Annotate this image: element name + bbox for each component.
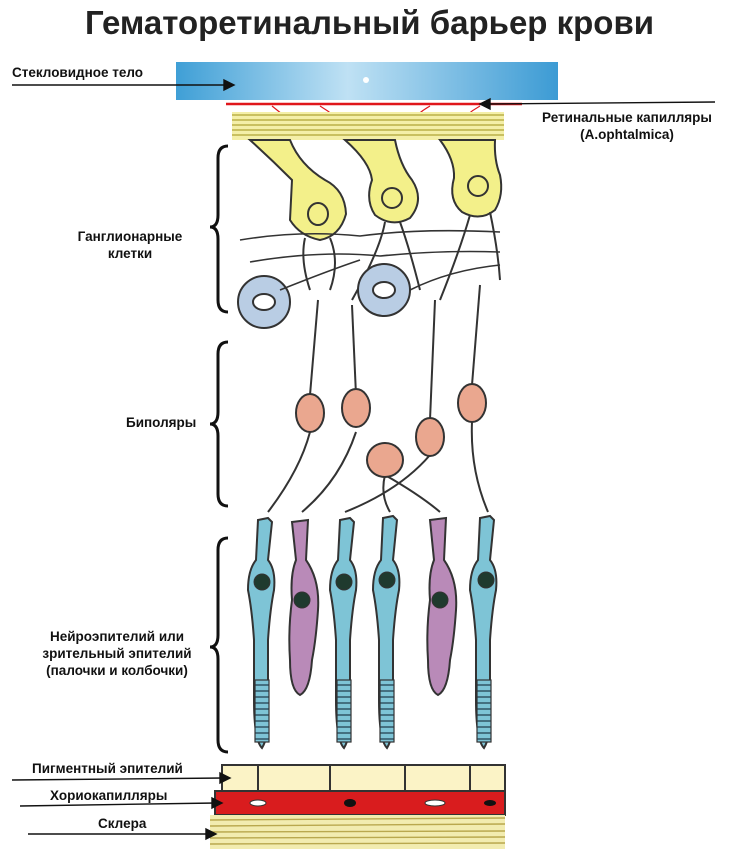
sclera-layer [210,815,505,849]
label-choriocapillaris: Хориокапилляры [50,787,167,804]
label-ganglion-line1: Ганглионарные [50,228,210,245]
pointer-arrows [12,80,715,839]
nerve-fiber-layer [232,112,504,140]
label-pigment-epithelium: Пигментный эпителий [32,760,183,777]
bipolar-cells [296,384,486,477]
label-neuro-line1: Нейроэпителий или [22,628,212,645]
choriocapillaris [215,791,505,815]
label-ganglion-line2: клетки [50,245,210,262]
brace-bipolar [210,342,228,506]
label-neuro-line3: (палочки и колбочки) [22,662,212,679]
pigment-epithelium [222,765,505,791]
label-bipolar: Биполяры [126,414,196,431]
label-neuro-line2: зрительный эпителий [22,645,212,662]
label-vitreous: Стекловидное тело [12,64,143,81]
label-ganglion-cells: Ганглионарные клетки [50,228,210,262]
label-retinal-capillaries: Ретинальные капилляры (A.ophtalmica) [516,109,738,143]
brace-ganglion [210,146,228,312]
braces [210,146,228,752]
label-retinal-capillaries-line1: Ретинальные капилляры [516,109,738,126]
vitreous-highlight [363,77,369,83]
label-sclera: Склера [98,815,146,832]
photoreceptors [248,516,496,748]
rod-outer-segments [255,680,491,742]
label-neuroepithelium: Нейроэпителий или зрительный эпителий (п… [22,628,212,679]
label-retinal-capillaries-line2: (A.ophtalmica) [516,126,738,143]
brace-neuro [210,538,228,752]
ganglion-cells [250,140,501,240]
